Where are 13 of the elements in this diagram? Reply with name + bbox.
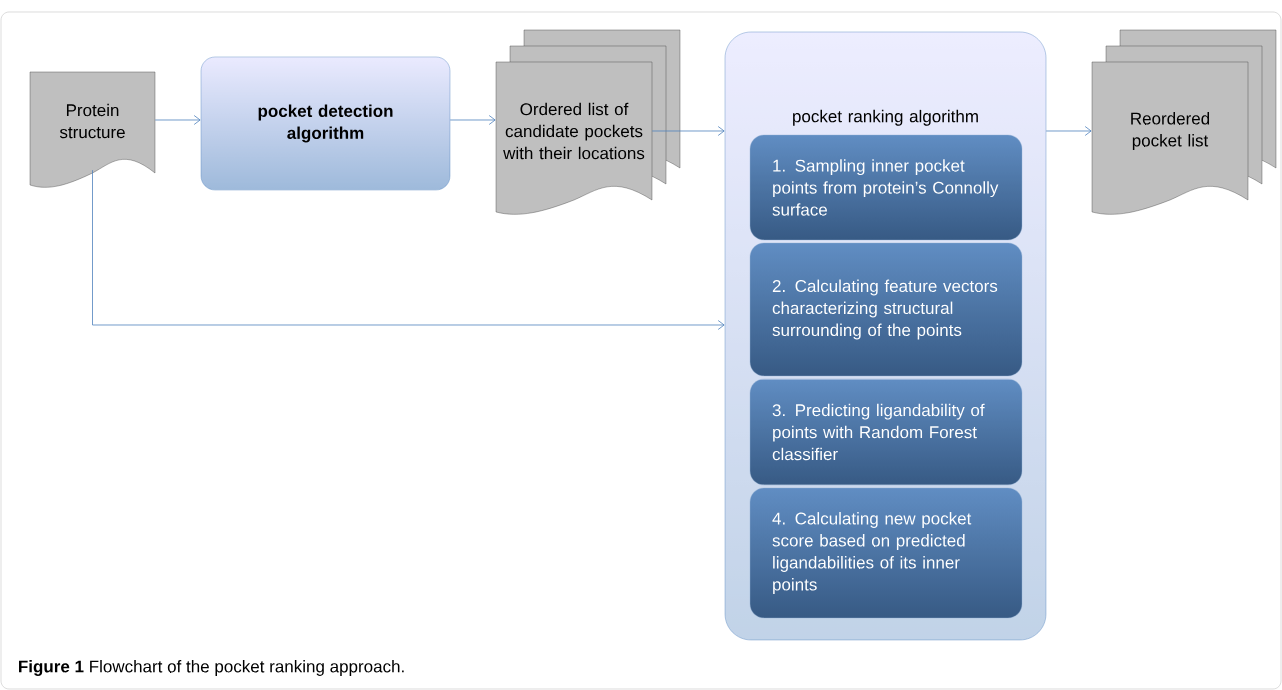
- step-box: 2. Calculating feature vectors characterizing structural surrounding of the points: [749, 242, 1023, 377]
- arrow: [449, 115, 496, 125]
- arrow: [154, 115, 201, 125]
- process-box: pocket detection algorithm: [200, 56, 451, 191]
- arrow: [1045, 126, 1092, 136]
- arrow: [651, 126, 725, 136]
- step-box: 3. Predicting ligandability of points with Random Forest classifier: [749, 378, 1023, 486]
- document-stack: Reordered pocket list: [1091, 29, 1277, 215]
- caption: Figure 1 Flowchart of the pocket ranking approach.: [19, 660, 404, 676]
- step-box: 1. Sampling inner pocket points from protein’s Connolly surface: [749, 134, 1023, 241]
- arrow: [92, 169, 725, 330]
- document-stack: Ordered list of candidate pockets with their locations: [495, 29, 681, 215]
- step-box: 4. Calculating new pocket score based on predicted ligandabilities of its inner points: [749, 487, 1023, 619]
